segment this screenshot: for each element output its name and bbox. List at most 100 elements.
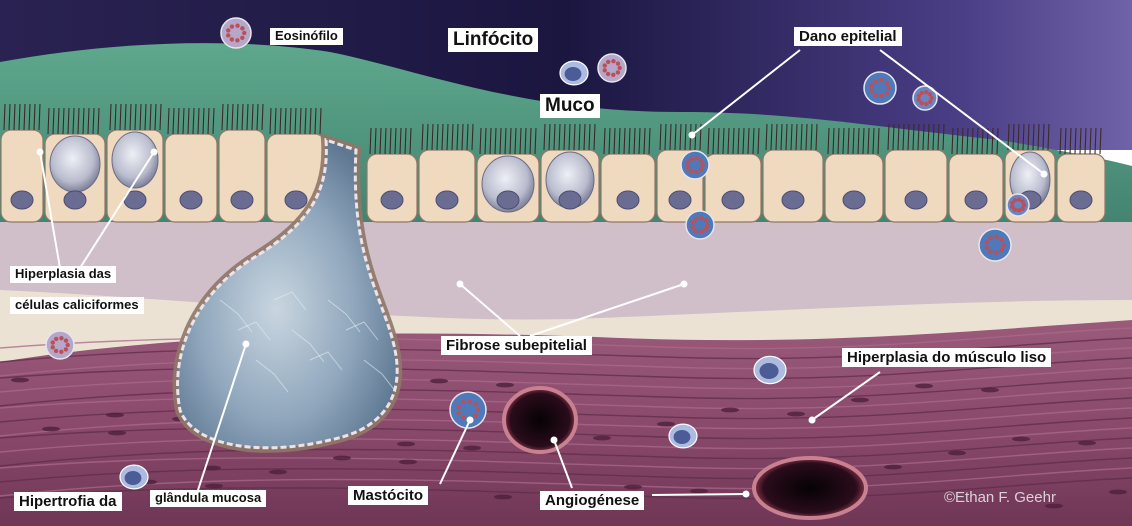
infiltrating-cell: [979, 229, 1011, 261]
leader-dot: [689, 132, 696, 139]
goblet-cell-vacuole: [112, 132, 158, 188]
leader-dot: [467, 417, 474, 424]
infiltrating-cell-granule: [706, 223, 710, 227]
cell-nucleus: [559, 191, 581, 209]
damaged-cell-granule: [885, 91, 889, 95]
infiltrating-cell-granule: [699, 158, 703, 162]
damaged-cell-granule: [885, 81, 889, 85]
infiltrating-cell-granule: [988, 236, 992, 240]
muscle-nucleus: [496, 383, 514, 388]
damaged-cell-granule: [870, 83, 874, 87]
damaged-cell-granule: [879, 94, 883, 98]
muscle-nucleus: [108, 431, 126, 436]
cell-nucleus: [436, 191, 458, 209]
infiltrating-cell-granule: [689, 157, 693, 161]
infiltrating-cell-granule: [699, 167, 703, 171]
infiltrating-cell-granule: [1000, 238, 1004, 242]
label-dano-epitelial: Dano epitelial: [794, 27, 902, 46]
infiltrating-cell-granule: [699, 230, 703, 234]
eosinophil-granule: [54, 337, 58, 341]
infiltrating-cell-granule: [701, 163, 705, 167]
infiltrating-cell-granule: [994, 251, 998, 255]
eosinophil-granule: [616, 61, 620, 65]
infiltrating-cell-granule: [1002, 243, 1006, 247]
epithelial-cell: [885, 150, 947, 222]
label-fibrose-subepitelial: Fibrose subepitelial: [441, 336, 592, 355]
muscle-nucleus: [106, 413, 124, 418]
label-muco: Muco: [540, 94, 600, 118]
infiltrating-cell-granule: [691, 220, 695, 224]
goblet-cell-vacuole: [50, 136, 100, 192]
infiltrating-cell-granule: [994, 235, 998, 239]
cell-nucleus: [180, 191, 202, 209]
muscle-nucleus: [430, 379, 448, 384]
muscle-nucleus: [884, 465, 902, 470]
cell-nucleus: [782, 191, 804, 209]
label-angiogenese: Angiogénese: [540, 491, 644, 510]
muscle-nucleus: [42, 427, 60, 432]
eosinophil-granule: [606, 60, 610, 64]
label-linfocito: Linfócito: [448, 28, 538, 52]
label-eosinofilo: Eosinófilo: [270, 28, 343, 45]
epithelial-cell: [825, 154, 883, 222]
eosinophil-granule: [616, 70, 620, 74]
muscle-nucleus: [690, 489, 708, 494]
leader-dot: [743, 491, 750, 498]
eosinophil-granule: [64, 338, 68, 342]
damaged-cell-granule: [928, 100, 932, 104]
eosinophil-granule: [606, 72, 610, 76]
lymphocyte-nucleus: [759, 363, 778, 379]
eosinophil-granule: [235, 38, 239, 42]
eosinophil-granule: [618, 66, 622, 70]
infiltrating-cell-granule: [686, 165, 690, 169]
damaged-cell-granule: [887, 86, 891, 90]
eosinophil-granule: [51, 345, 55, 349]
eosinophil-granule: [59, 350, 63, 354]
epithelial-cell: [367, 154, 417, 222]
leader-dot: [681, 281, 688, 288]
eosinophil-granule: [603, 68, 607, 72]
eosinophil-granule: [611, 59, 615, 63]
muscle-nucleus: [463, 446, 481, 451]
cell-nucleus: [722, 191, 744, 209]
mast-cell-granule: [473, 414, 477, 418]
lymphocyte-nucleus: [674, 430, 691, 444]
muscle-nucleus: [333, 456, 351, 461]
mast-cell-granule: [457, 405, 461, 409]
infiltrating-cell-granule: [1020, 199, 1024, 203]
muscle-nucleus: [269, 470, 287, 475]
mast-cell-granule: [456, 411, 460, 415]
damaged-cell-granule: [879, 78, 883, 82]
damaged-cell-granule: [870, 88, 874, 92]
label-hiperplasia-caliciformes-line1: Hiperplasia das: [10, 266, 116, 283]
damaged-cell-granule: [929, 96, 933, 100]
leader-line: [652, 494, 746, 495]
muscle-nucleus: [915, 384, 933, 389]
damaged-cell-granule: [924, 90, 928, 94]
eosinophil-granule: [235, 24, 239, 28]
cell-nucleus: [285, 191, 307, 209]
infiltrating-cell-granule: [694, 217, 698, 221]
damaged-cell-granule: [873, 79, 877, 83]
eosinophil-granule: [242, 31, 246, 35]
eosinophil-granule: [230, 37, 234, 41]
muscle-nucleus: [593, 436, 611, 441]
mast-cell-granule: [476, 408, 480, 412]
leader-dot: [1041, 171, 1048, 178]
infiltrating-cell-granule: [985, 245, 989, 249]
cell-nucleus: [965, 191, 987, 209]
infiltrating-cell-granule: [704, 218, 708, 222]
label-mastocito: Mastócito: [348, 486, 428, 505]
muscle-nucleus: [948, 451, 966, 456]
muscle-nucleus: [851, 398, 869, 403]
mast-cell-granule: [461, 400, 465, 404]
infiltrating-cell-granule: [694, 229, 698, 233]
label-hiperplasia-musculo-liso: Hiperplasia do músculo liso: [842, 348, 1051, 367]
infiltrating-cell-granule: [988, 250, 992, 254]
epithelial-cell: [949, 154, 1003, 222]
cell-nucleus: [497, 191, 519, 209]
epithelial-cell: [419, 150, 475, 222]
blood-vessel: [504, 388, 576, 452]
eosinophil-granule: [230, 24, 234, 28]
